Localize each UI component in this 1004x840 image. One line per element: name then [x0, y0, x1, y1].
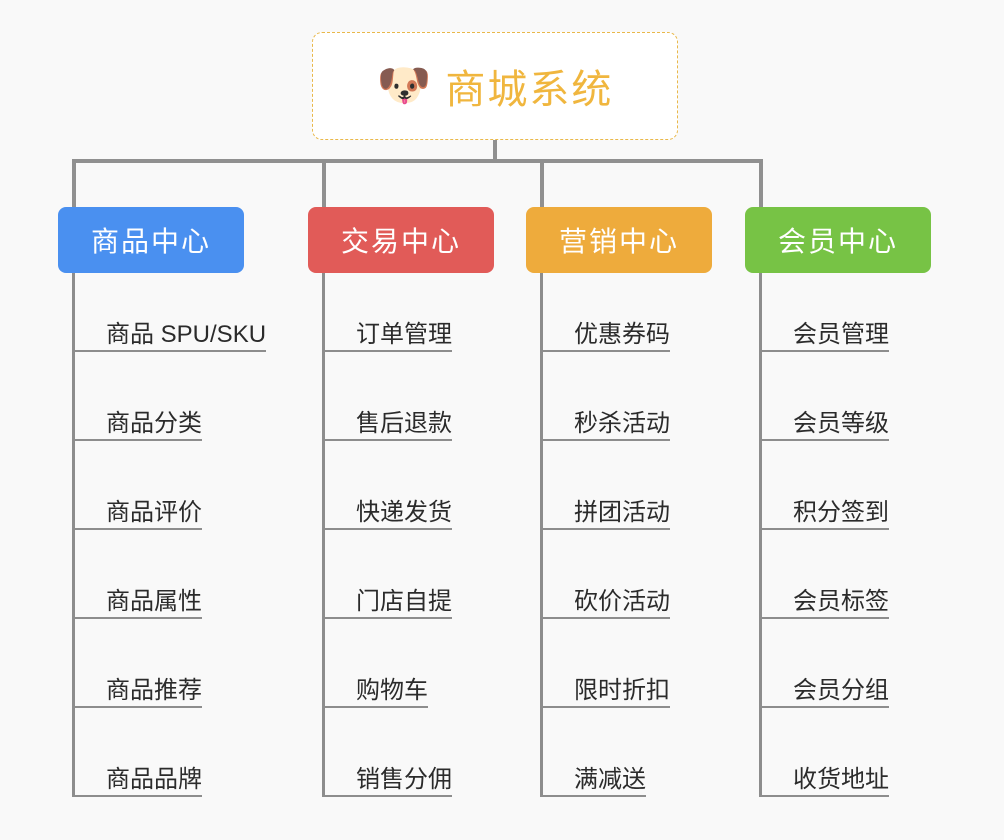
leaf-item[interactable]: 快递发货 [322, 478, 452, 530]
root-node[interactable]: 🐶 商城系统 [312, 32, 678, 140]
category-label: 商品中心 [90, 226, 211, 257]
column-spine-marketing-center [540, 273, 543, 797]
leaf-item-label: 商品评价 [106, 498, 202, 526]
leaf-item[interactable]: 优惠券码 [540, 300, 670, 352]
leaf-item[interactable]: 拼团活动 [540, 478, 670, 530]
leaf-item[interactable]: 购物车 [322, 656, 428, 708]
leaf-item[interactable]: 积分签到 [759, 478, 889, 530]
connector-drop-marketing-center [540, 159, 544, 207]
leaf-item[interactable]: 满减送 [540, 745, 646, 797]
leaf-item[interactable]: 门店自提 [322, 567, 452, 619]
leaf-item-label: 商品品牌 [106, 765, 202, 793]
leaf-item[interactable]: 商品属性 [72, 567, 202, 619]
leaf-item[interactable]: 商品推荐 [72, 656, 202, 708]
leaf-item[interactable]: 商品分类 [72, 389, 202, 441]
category-label: 会员中心 [777, 226, 898, 257]
leaf-item[interactable]: 售后退款 [322, 389, 452, 441]
leaf-item-label: 商品推荐 [106, 676, 202, 704]
leaf-item[interactable]: 订单管理 [322, 300, 452, 352]
leaf-item[interactable]: 限时折扣 [540, 656, 670, 708]
category-box-trade-center[interactable]: 交易中心 [308, 207, 494, 273]
root-title: 商城系统 [445, 68, 614, 112]
connector-root-stem [493, 140, 497, 163]
leaf-item[interactable]: 会员标签 [759, 567, 889, 619]
column-spine-trade-center [322, 273, 325, 797]
leaf-item[interactable]: 会员等级 [759, 389, 889, 441]
leaf-item[interactable]: 商品 SPU/SKU [72, 300, 267, 352]
leaf-item-label: 会员管理 [793, 320, 889, 348]
category-label: 营销中心 [558, 226, 679, 257]
category-box-product-center[interactable]: 商品中心 [58, 207, 244, 273]
leaf-item[interactable]: 商品品牌 [72, 745, 202, 797]
leaf-item-label: 砍价活动 [574, 587, 670, 615]
column-spine-product-center [72, 273, 75, 797]
leaf-item-label: 售后退款 [356, 409, 452, 437]
leaf-item-label: 限时折扣 [574, 676, 670, 704]
leaf-item-label: 满减送 [574, 765, 646, 793]
leaf-item-label: 拼团活动 [574, 498, 670, 526]
connector-drop-product-center [72, 159, 76, 207]
leaf-item-label: 购物车 [356, 676, 428, 704]
dog-face-icon: 🐶 [376, 61, 432, 110]
leaf-item[interactable]: 收货地址 [759, 745, 889, 797]
leaf-item[interactable]: 商品评价 [72, 478, 202, 530]
leaf-item-label: 商品分类 [106, 409, 202, 437]
connector-horizontal-bus [72, 159, 763, 163]
category-box-member-center[interactable]: 会员中心 [745, 207, 931, 273]
connector-drop-member-center [759, 159, 763, 207]
leaf-item-label: 积分签到 [793, 498, 889, 526]
leaf-item-label: 秒杀活动 [574, 409, 670, 437]
leaf-item[interactable]: 销售分佣 [322, 745, 452, 797]
leaf-item-label: 快递发货 [356, 498, 452, 526]
leaf-item-label: 会员标签 [793, 587, 889, 615]
leaf-item-label: 门店自提 [356, 587, 452, 615]
connector-drop-trade-center [322, 159, 326, 207]
leaf-item-label: 商品属性 [106, 587, 202, 615]
leaf-item[interactable]: 会员管理 [759, 300, 889, 352]
leaf-item-label: 会员分组 [793, 676, 889, 704]
leaf-item-label: 商品 SPU/SKU [106, 320, 267, 348]
leaf-item[interactable]: 秒杀活动 [540, 389, 670, 441]
leaf-item-label: 收货地址 [793, 765, 889, 793]
leaf-item-label: 会员等级 [793, 409, 889, 437]
leaf-item[interactable]: 会员分组 [759, 656, 889, 708]
category-box-marketing-center[interactable]: 营销中心 [526, 207, 712, 273]
leaf-item[interactable]: 砍价活动 [540, 567, 670, 619]
column-spine-member-center [759, 273, 762, 797]
leaf-item-label: 销售分佣 [356, 765, 452, 793]
category-label: 交易中心 [340, 226, 461, 257]
leaf-item-label: 优惠券码 [574, 320, 670, 348]
leaf-item-label: 订单管理 [356, 320, 452, 348]
